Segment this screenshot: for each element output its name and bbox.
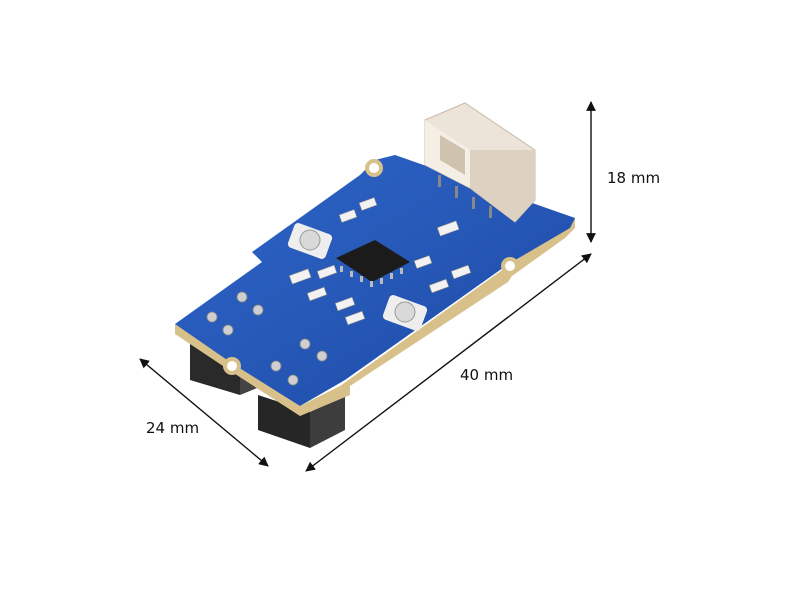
length-arrow [305,253,592,472]
width-label: 24 mm [146,419,200,437]
grove-connector [424,102,536,223]
width-arrow [139,358,269,467]
length-label: 40 mm [460,366,514,384]
dimension-lines [139,101,596,472]
height-label: 18 mm [607,169,661,187]
